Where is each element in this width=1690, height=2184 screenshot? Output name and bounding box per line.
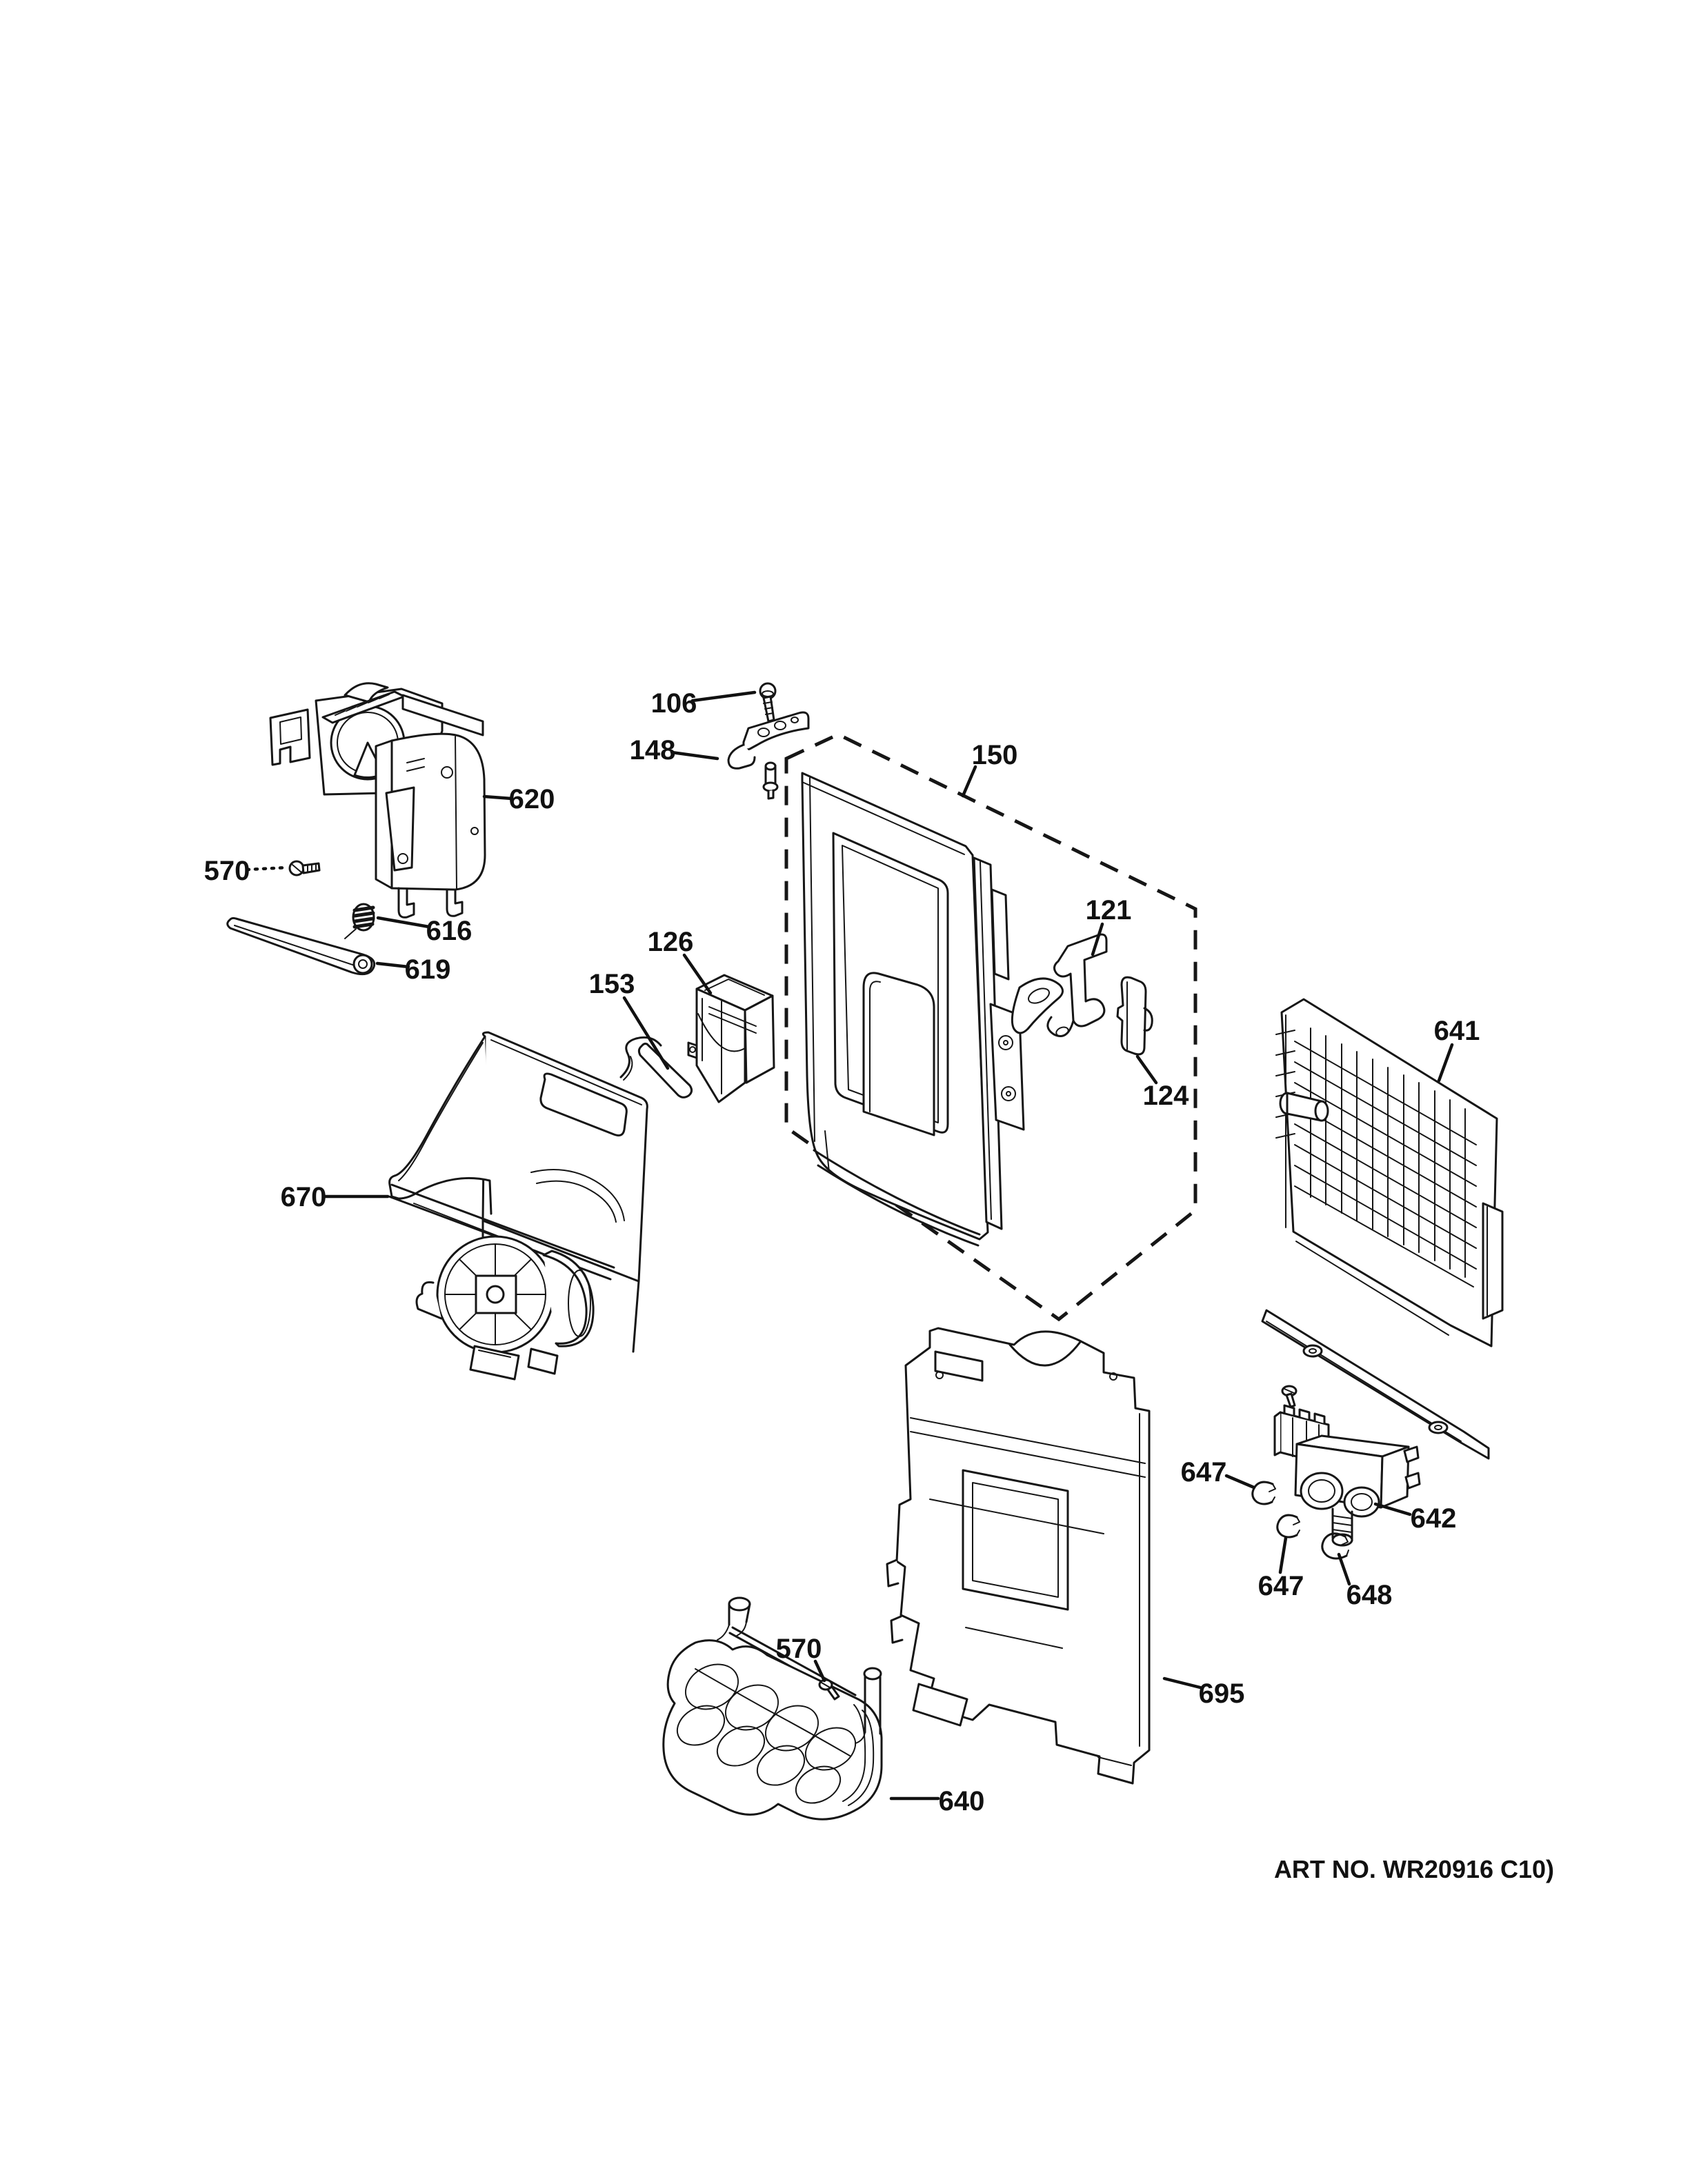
- clip-647-upper-drawing: [1251, 1481, 1276, 1505]
- duct-126-drawing: [687, 974, 775, 1103]
- leader-line-148: [670, 750, 719, 761]
- leader-line-616: [376, 916, 431, 929]
- callout-label-106: 106: [651, 688, 697, 719]
- callout-label-121: 121: [1086, 895, 1132, 925]
- door-panel-150-drawing: [801, 772, 1025, 1247]
- callout-label-620: 620: [509, 784, 555, 814]
- callout-label-695: 695: [1199, 1679, 1245, 1709]
- callout-label-647-lower: 647: [1258, 1571, 1304, 1601]
- callout-label-124: 124: [1143, 1081, 1189, 1111]
- leader-line-106: [690, 690, 757, 703]
- clip-648-drawing: [1321, 1532, 1349, 1560]
- callout-label-670: 670: [281, 1182, 327, 1212]
- leader-line-124: [1135, 1054, 1158, 1085]
- bucket-670-drawing: [388, 1031, 648, 1381]
- callout-label-126: 126: [648, 927, 694, 957]
- leader-line-150: [961, 765, 977, 798]
- tube-153-drawing: [619, 1036, 693, 1099]
- callout-label-570-right: 570: [776, 1634, 822, 1664]
- leader-line-121: [1091, 922, 1104, 956]
- callout-label-570-left: 570: [204, 856, 250, 886]
- bracket-148-drawing: [727, 711, 810, 800]
- callout-label-648: 648: [1346, 1580, 1393, 1610]
- leader-line-648: [1337, 1552, 1351, 1586]
- callout-label-640: 640: [939, 1786, 985, 1816]
- leader-line-570-left: [245, 865, 289, 872]
- leader-line-570-right: [813, 1659, 826, 1683]
- callout-label-647-upper: 647: [1181, 1457, 1227, 1487]
- callout-label-641: 641: [1434, 1016, 1480, 1046]
- spring-616-drawing: [344, 903, 375, 939]
- leader-line-126: [682, 953, 713, 995]
- clip-647-lower-drawing: [1276, 1514, 1300, 1539]
- housing-695-drawing: [886, 1327, 1151, 1785]
- callout-label-619: 619: [405, 954, 451, 985]
- art-number: ART NO. WR20916 C10): [1274, 1855, 1554, 1883]
- screw-570-left-drawing: [288, 860, 321, 876]
- callout-label-153: 153: [589, 969, 635, 999]
- leader-line-641: [1437, 1043, 1454, 1083]
- arm-619-drawing: [226, 916, 376, 976]
- callout-label-148: 148: [630, 735, 676, 765]
- callout-label-642: 642: [1411, 1503, 1457, 1534]
- screw-106-drawing: [759, 682, 777, 723]
- leader-line-620: [482, 794, 514, 801]
- callout-layer: 106 148 150 121 124 126 153 620 570 616 619 670 641 6…: [204, 688, 1480, 1816]
- leader-line-647-lower: [1278, 1536, 1288, 1574]
- leader-line-642: [1373, 1502, 1412, 1516]
- ice-tray-640-drawing: [662, 1596, 883, 1821]
- water-valve-642-drawing: [1273, 1385, 1421, 1547]
- cover-124-drawing: [1116, 976, 1153, 1056]
- icemaker-620-drawing: [269, 682, 486, 919]
- leader-line-619: [375, 961, 410, 969]
- latch-121-drawing: [1011, 933, 1108, 1037]
- leader-line-695: [1162, 1676, 1202, 1690]
- callout-label-150: 150: [972, 740, 1018, 770]
- leader-line-153: [622, 996, 670, 1070]
- grille-panel-641-drawing: [1261, 998, 1504, 1460]
- leader-line-647-upper: [1224, 1474, 1256, 1490]
- callout-label-616: 616: [426, 916, 473, 946]
